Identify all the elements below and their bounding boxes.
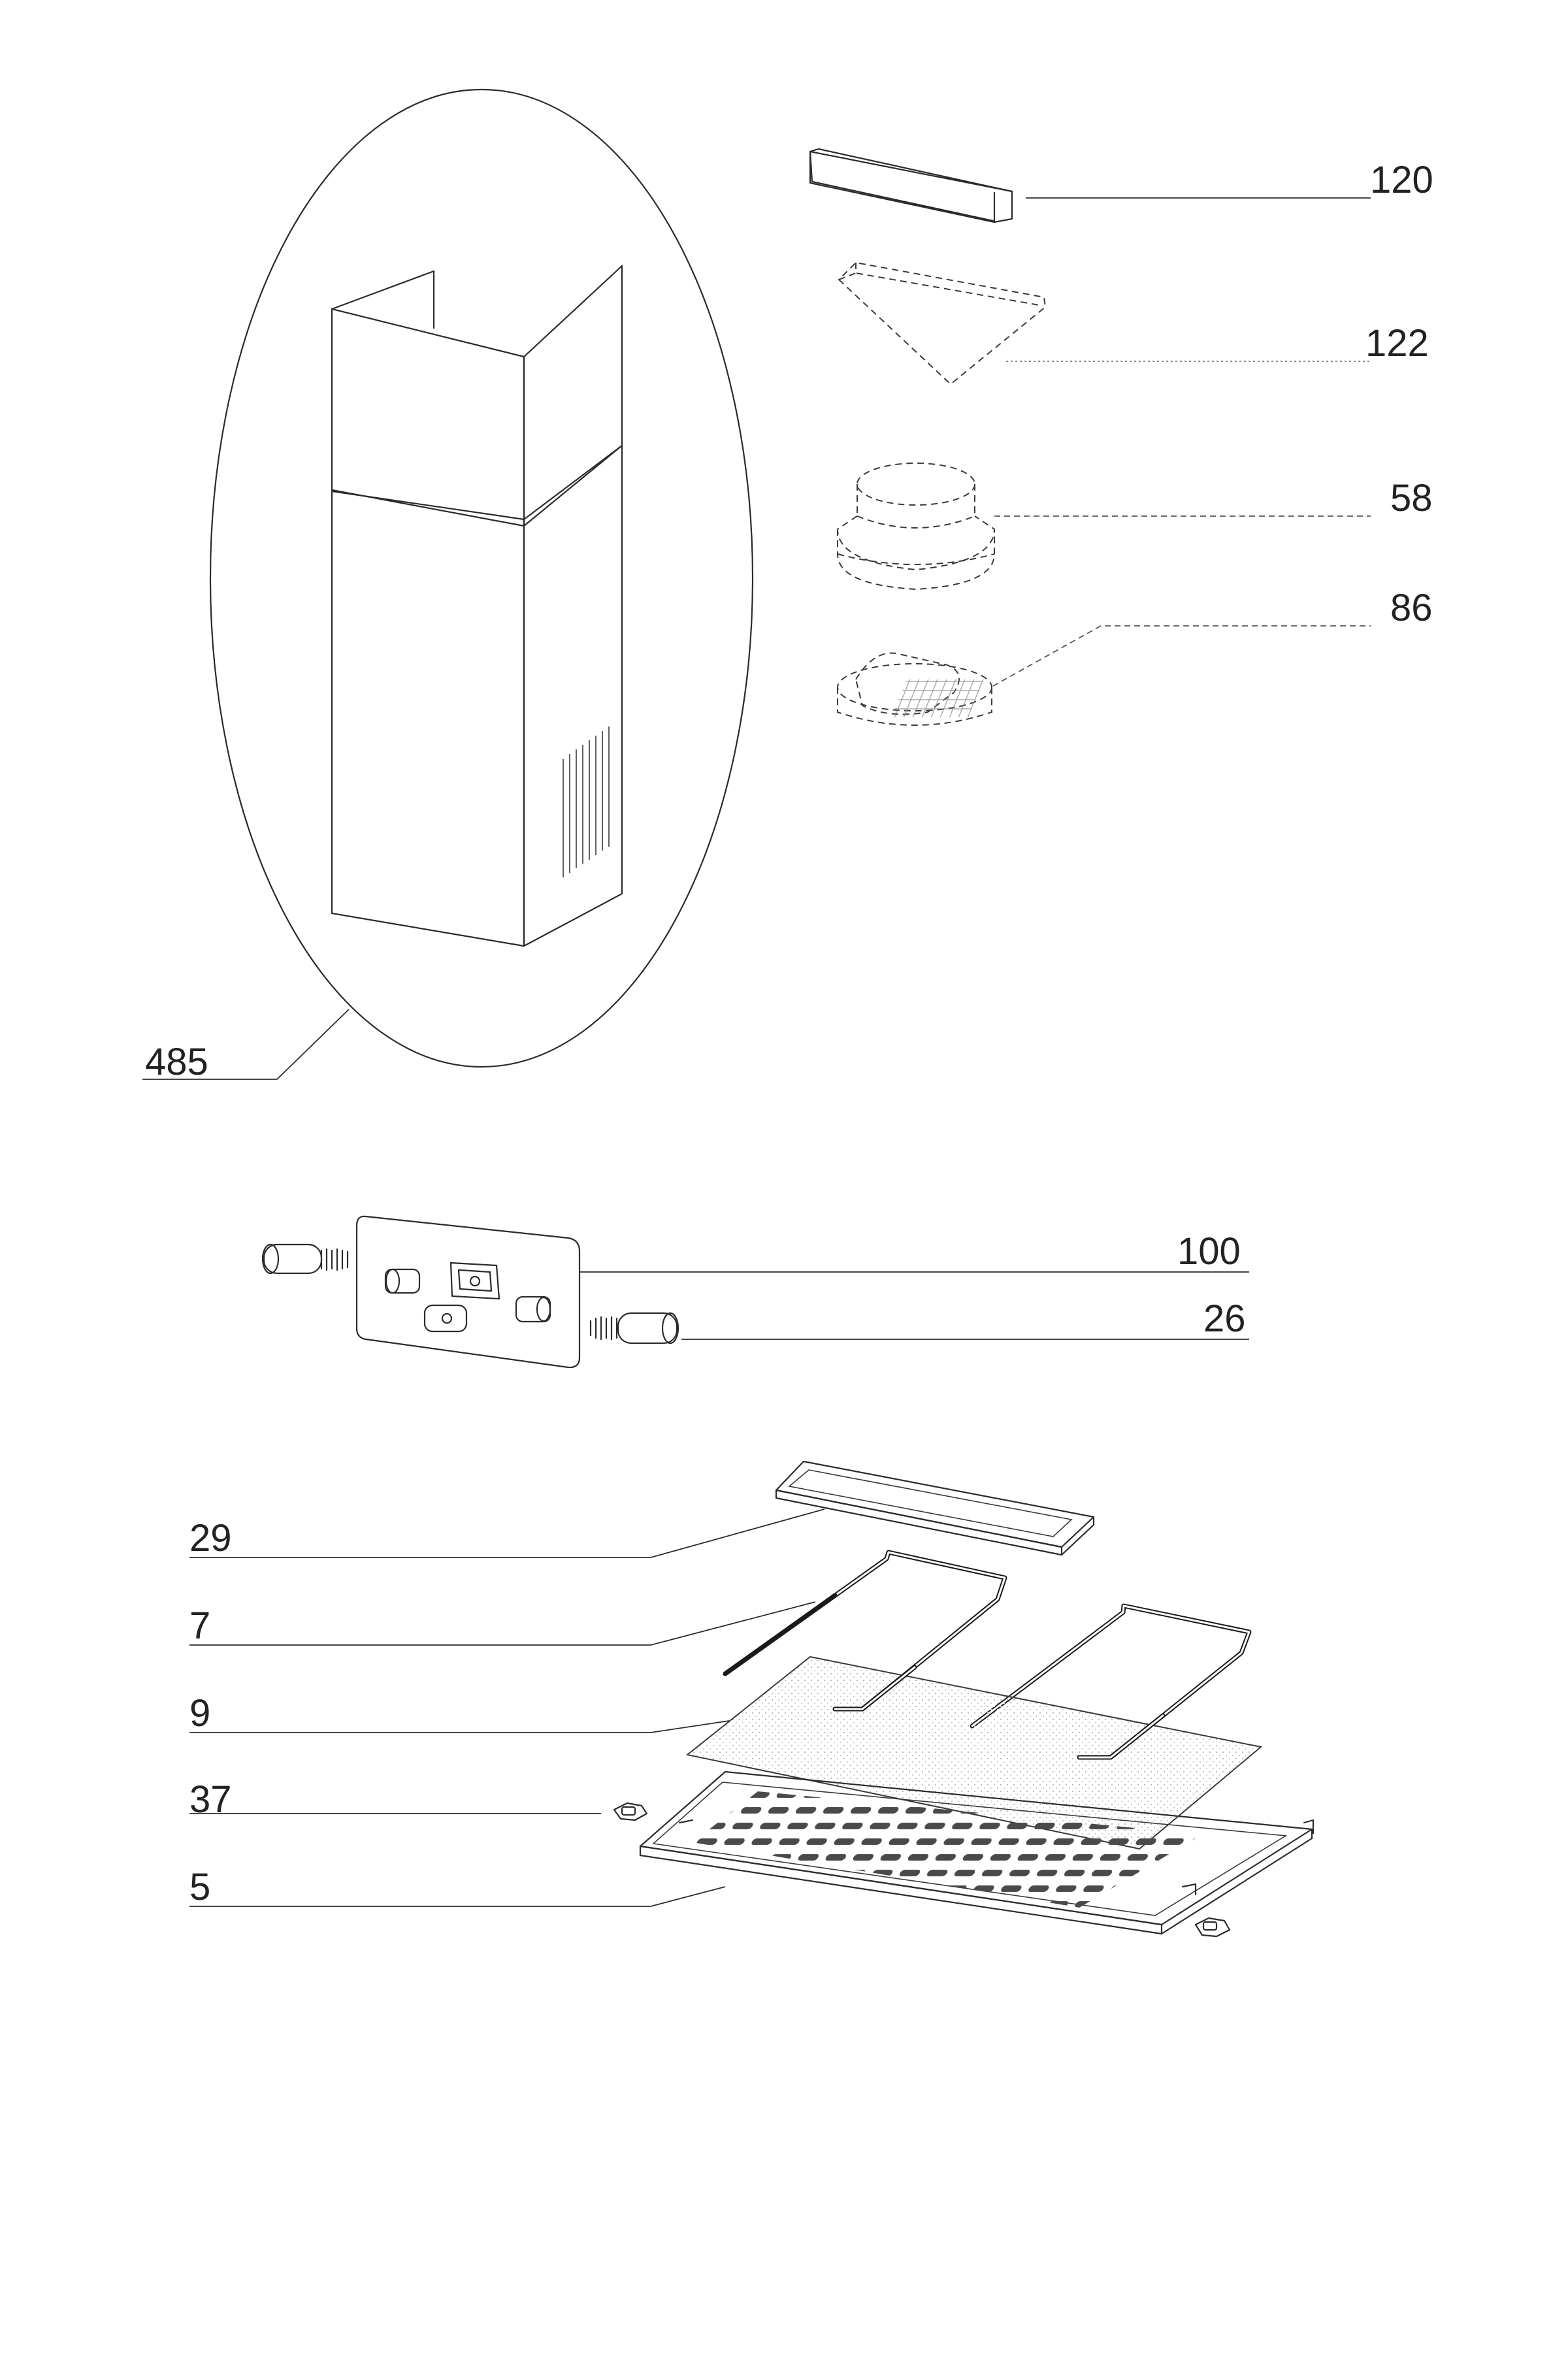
label-58: 58 bbox=[1390, 477, 1433, 519]
label-5: 5 bbox=[189, 1866, 210, 1908]
upper-duct-back-edge bbox=[331, 270, 435, 329]
knob-left bbox=[384, 1268, 421, 1294]
deflector-part: 122 bbox=[838, 261, 1429, 385]
lower-duct-side bbox=[523, 444, 623, 947]
control-panel-plate bbox=[355, 1215, 581, 1369]
control-panel-part: 100 bbox=[355, 1215, 1249, 1369]
grease-filter-part: 5 bbox=[189, 1770, 1315, 1935]
latch-left bbox=[613, 1802, 648, 1821]
label-7: 7 bbox=[189, 1605, 210, 1647]
flange-part: 58 bbox=[836, 463, 1433, 591]
label-26: 26 bbox=[1203, 1297, 1246, 1340]
duct-vent-slots bbox=[563, 726, 610, 877]
knob-right bbox=[515, 1296, 551, 1323]
duct-cover-highlight-ellipse bbox=[209, 88, 754, 1068]
grease-filter-slots bbox=[693, 1791, 1202, 1908]
label-29: 29 bbox=[189, 1517, 232, 1559]
latch-right bbox=[1194, 1917, 1231, 1938]
lamp-right bbox=[589, 1312, 679, 1344]
leader-5 bbox=[189, 1886, 726, 1907]
leader-86 bbox=[992, 625, 1371, 687]
wire-clip-left-far bbox=[723, 1593, 838, 1676]
upper-duct-side bbox=[523, 265, 623, 527]
leader-9 bbox=[189, 1720, 730, 1733]
leader-7 bbox=[189, 1601, 816, 1646]
label-122: 122 bbox=[1365, 322, 1429, 365]
lower-duct-front bbox=[331, 490, 525, 947]
label-37: 37 bbox=[189, 1778, 232, 1821]
label-485: 485 bbox=[145, 1041, 208, 1083]
label-86: 86 bbox=[1390, 587, 1433, 629]
leader-485 bbox=[142, 1009, 350, 1080]
indicator-light bbox=[423, 1304, 468, 1333]
duct-cover-part: 485 bbox=[142, 88, 754, 1083]
label-120: 120 bbox=[1370, 159, 1433, 201]
switch-center bbox=[449, 1262, 500, 1300]
carbon-filter-part: 86 bbox=[837, 587, 1433, 726]
bracket-part: 120 bbox=[809, 148, 1433, 223]
label-100: 100 bbox=[1177, 1230, 1241, 1273]
lamp-part: 26 bbox=[261, 1243, 1249, 1344]
leader-29 bbox=[189, 1508, 825, 1558]
lamp-left bbox=[261, 1243, 349, 1275]
latch-part: 37 bbox=[189, 1778, 1231, 1938]
label-9: 9 bbox=[189, 1692, 210, 1735]
glass-panel-part: 29 bbox=[189, 1460, 1095, 1559]
upper-duct-front bbox=[331, 308, 525, 527]
